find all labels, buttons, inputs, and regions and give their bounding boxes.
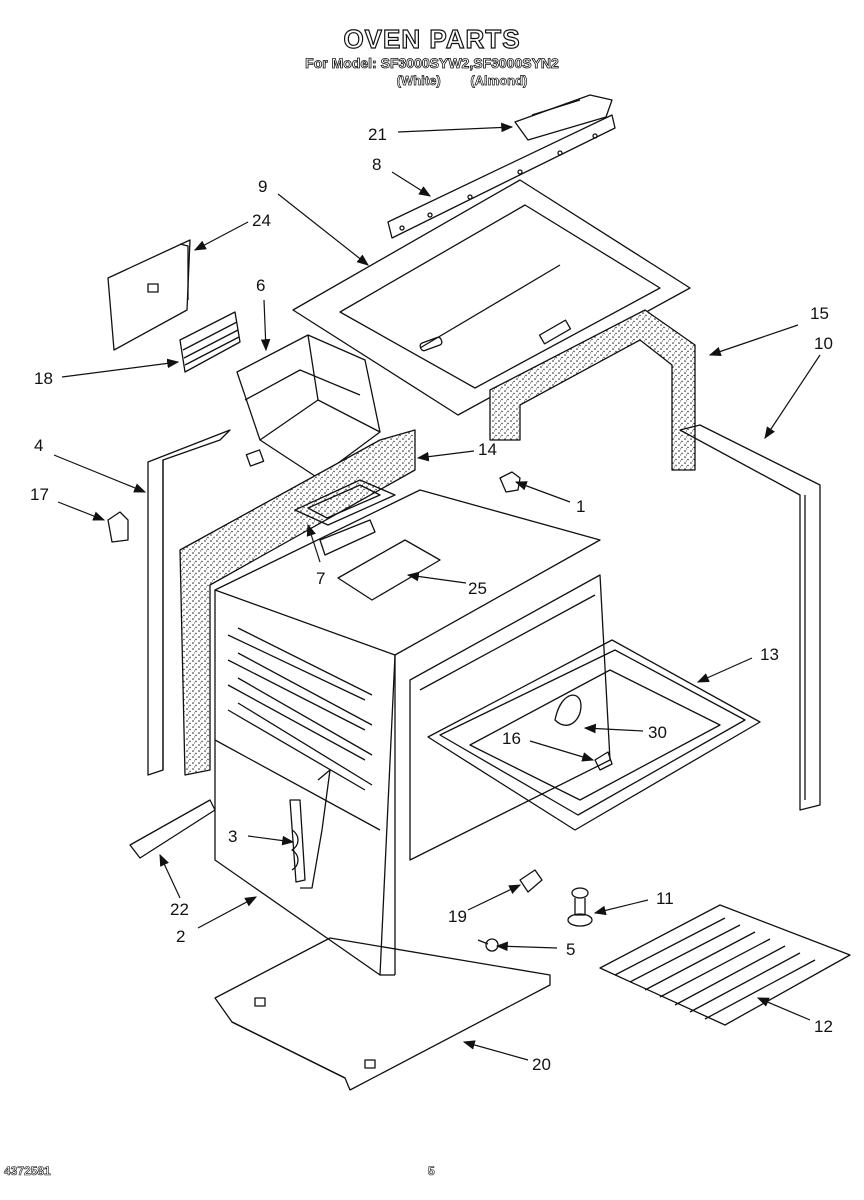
callout-10: 10 — [814, 334, 833, 353]
part-24-side-bracket — [107, 239, 191, 351]
callout-25: 25 — [468, 579, 487, 598]
part-18-filter — [179, 311, 241, 373]
leader-lines — [53, 122, 821, 1061]
page-title: OVEN PARTS — [343, 23, 521, 54]
part-3-heating-element — [289, 769, 331, 889]
callout-19: 19 — [448, 907, 467, 926]
callout-2: 2 — [176, 927, 185, 946]
callout-12: 12 — [814, 1017, 833, 1036]
callout-8: 8 — [372, 155, 381, 174]
part-12-oven-rack — [599, 904, 851, 1026]
callout-14: 14 — [478, 440, 497, 459]
callout-5: 5 — [566, 940, 575, 959]
part-20-bottom-panel — [214, 937, 551, 1091]
document-number: 4372581 — [4, 1164, 51, 1179]
part-22-support — [129, 799, 216, 859]
part-8-rail — [387, 114, 616, 239]
callout-15: 15 — [810, 304, 829, 323]
part-5-screw — [477, 938, 499, 952]
page-number: 5 — [428, 1164, 435, 1179]
part-9-top-panel — [292, 179, 691, 416]
callout-9: 9 — [258, 177, 267, 196]
callout-22: 22 — [170, 900, 189, 919]
callout-24: 24 — [252, 211, 271, 230]
part-19-hinge — [519, 869, 543, 893]
variant-almond: (Almond) — [470, 73, 528, 89]
variant-white: (White) — [396, 73, 441, 89]
part-16-clip — [594, 751, 613, 771]
callout-7: 7 — [316, 569, 325, 588]
callout-labels: 21 8 9 24 6 18 15 10 4 14 1 17 7 25 13 3… — [30, 125, 833, 1074]
part-13-broiler-pan — [427, 639, 761, 831]
part-25-pad — [337, 539, 441, 601]
part-11-sensor — [567, 887, 593, 927]
callout-30: 30 — [648, 723, 667, 742]
part-7-gasket — [294, 479, 396, 556]
color-variants: (White) (Almond) — [0, 73, 864, 89]
part-17-bracket — [107, 511, 129, 543]
part-4-left-side-panel — [147, 429, 265, 776]
callout-4: 4 — [34, 436, 43, 455]
part-21-top-trim — [514, 94, 613, 141]
part-15-insulation-top — [489, 309, 696, 471]
callout-1: 1 — [576, 497, 585, 516]
callout-11: 11 — [656, 889, 674, 908]
callout-20: 20 — [532, 1055, 551, 1074]
part-6-vent-duct — [236, 334, 381, 479]
callout-3: 3 — [228, 827, 237, 846]
callout-16: 16 — [502, 729, 521, 748]
oven-cavity — [214, 489, 611, 976]
callout-18: 18 — [34, 369, 53, 388]
callout-17: 17 — [30, 485, 49, 504]
model-numbers: For Model: SF3000SYW2,SF3000SYN2 — [305, 55, 559, 72]
callout-21: 21 — [368, 125, 387, 144]
part-10-right-side-panel — [679, 424, 821, 811]
callout-13: 13 — [760, 645, 779, 664]
callout-6: 6 — [256, 276, 265, 295]
